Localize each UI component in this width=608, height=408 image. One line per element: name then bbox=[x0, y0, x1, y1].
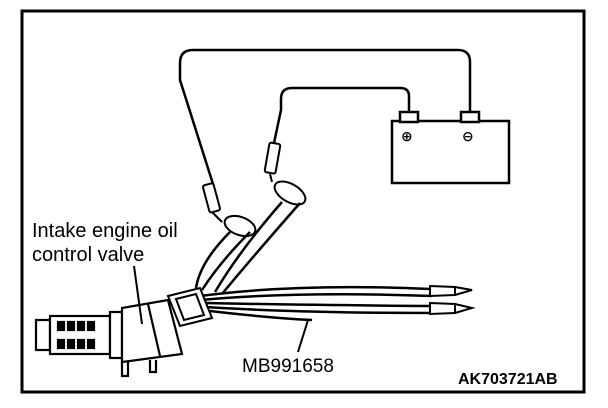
test-harness-wires bbox=[194, 201, 301, 295]
valve-callout-label-line1: Intake engine oil bbox=[32, 220, 178, 242]
negative-lead-wire bbox=[178, 48, 472, 185]
harness-long-leads bbox=[199, 285, 433, 322]
battery bbox=[390, 110, 511, 185]
harness-connector bbox=[166, 286, 214, 328]
probe-tips bbox=[429, 284, 476, 316]
tool-label-leader-line bbox=[297, 319, 309, 353]
figure-id-label: AK703721AB bbox=[458, 371, 558, 388]
positive-lead-wire bbox=[272, 86, 411, 144]
positive-lead-clip bbox=[263, 141, 307, 206]
callout-leader-line bbox=[133, 265, 143, 325]
tool-part-number-label: MB991658 bbox=[242, 356, 334, 377]
battery-positive-terminal-icon: ⊕ bbox=[401, 129, 413, 145]
valve-callout-label-line2: control valve bbox=[32, 244, 144, 266]
battery-negative-terminal-icon: ⊖ bbox=[462, 129, 474, 145]
oil-control-valve bbox=[34, 298, 184, 378]
negative-lead-clip bbox=[201, 182, 257, 238]
figure-frame bbox=[20, 9, 586, 394]
